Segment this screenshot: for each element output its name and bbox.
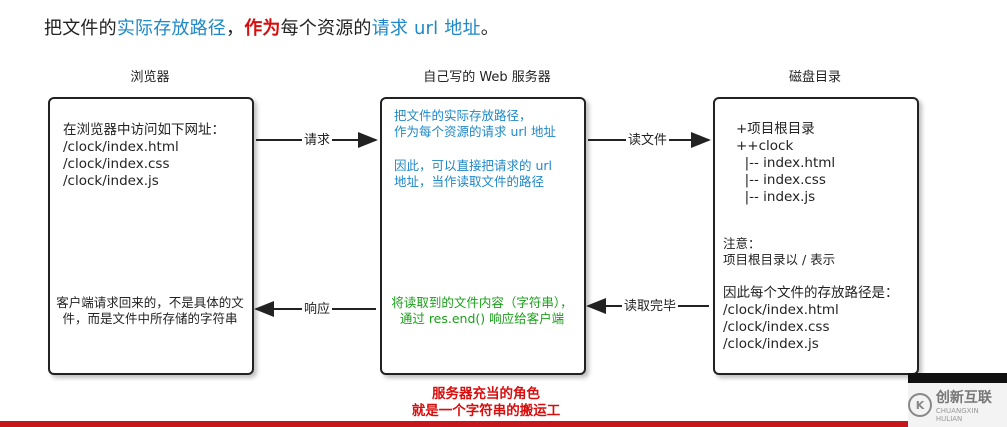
- footer-black-bar: [908, 373, 1007, 383]
- column-title-browser: 浏览器: [130, 70, 170, 85]
- server-role-line-1: 服务器充当的角色: [432, 386, 540, 402]
- logo-mark-icon: K: [908, 393, 932, 417]
- page-heading: 把文件的实际存放路径，作为每个资源的请求 url 地址。: [44, 14, 499, 40]
- watermark-logo: K 创新互联 CHUANGXIN HULIAN: [908, 383, 1007, 427]
- server-role-line-2: 就是一个字符串的搬运工: [411, 403, 561, 419]
- server-response-note: 将读取到的文件内容（字符串）， 通过 res.end() 响应给客户端: [391, 295, 573, 326]
- browser-url-list: 在浏览器中访问如下网址： /clock/index.html /clock/in…: [63, 122, 225, 189]
- disk-root-note: 注意： 项目根目录以 / 表示: [723, 236, 836, 267]
- disk-box: [713, 97, 919, 375]
- column-title-server: 自己写的 Web 服务器: [423, 70, 551, 85]
- heading-highlight-url: 请求 url 地址: [371, 18, 481, 39]
- disk-directory-tree: +项目根目录 ++clock |-- index.html |-- index.…: [736, 121, 836, 205]
- heading-highlight-path: 实际存放路径: [116, 18, 227, 39]
- read-done-label: 读取完毕: [622, 299, 679, 314]
- heading-part-7: 。: [480, 18, 499, 39]
- heading-part-5: 每个资源的: [280, 18, 372, 39]
- browser-box: [48, 97, 254, 375]
- server-path-note: 把文件的实际存放路径， 作为每个资源的请求 url 地址: [394, 108, 556, 139]
- column-title-disk: 磁盘目录: [788, 70, 841, 85]
- logo-text: 创新互联: [935, 390, 992, 406]
- heading-part-3: ，: [226, 18, 245, 39]
- server-role-note: 服务器充当的角色 就是一个字符串的搬运工: [396, 386, 576, 420]
- server-url-note: 因此，可以直接把请求的 url 地址，当作读取文件的路径: [394, 158, 553, 189]
- server-box: [380, 97, 586, 375]
- footer-red-bar: [0, 421, 908, 427]
- heading-part-1: 把文件的: [44, 18, 117, 39]
- read-file-label: 读文件: [626, 133, 670, 148]
- heading-highlight-as: 作为: [244, 18, 281, 39]
- disk-paths-list: 因此每个文件的存放路径是： /clock/index.html /clock/i…: [723, 285, 899, 352]
- logo-subtext: CHUANGXIN HULIAN: [935, 407, 979, 423]
- browser-response-note: 客户端请求回来的，不是具体的文 件，而是文件中所存储的字符串: [56, 295, 244, 326]
- response-label: 响应: [302, 302, 333, 317]
- request-label: 请求: [302, 133, 333, 148]
